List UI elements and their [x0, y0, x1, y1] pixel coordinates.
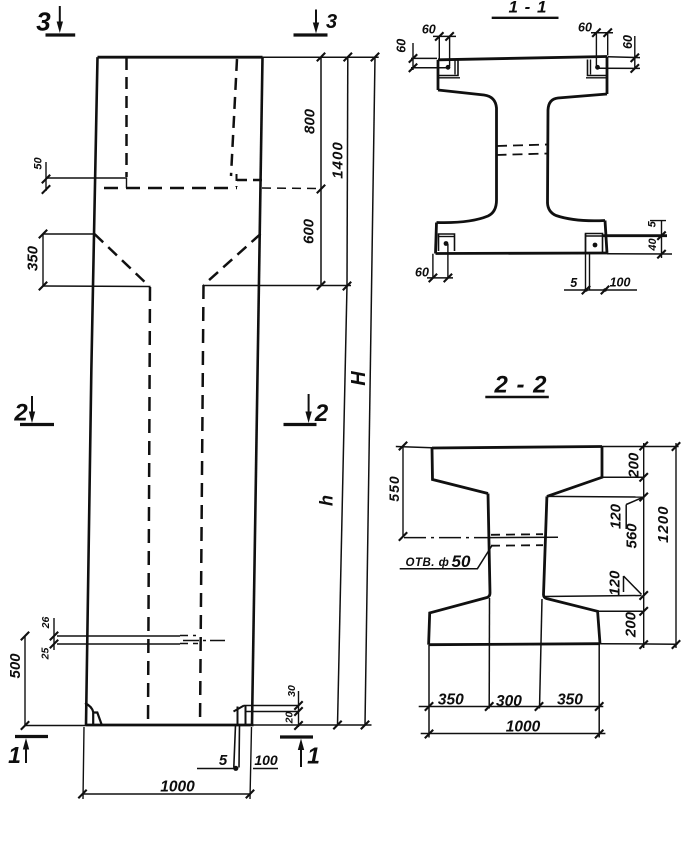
svg-text:1000: 1000 — [160, 779, 195, 796]
svg-text:60: 60 — [578, 21, 592, 35]
svg-text:60: 60 — [621, 35, 635, 49]
svg-text:200: 200 — [622, 611, 639, 638]
svg-text:1400: 1400 — [329, 141, 346, 178]
svg-text:1: 1 — [307, 743, 320, 769]
svg-text:60: 60 — [422, 23, 436, 37]
svg-text:20: 20 — [283, 712, 295, 725]
svg-text:350: 350 — [24, 245, 41, 271]
svg-text:300: 300 — [496, 693, 522, 710]
svg-text:2: 2 — [314, 400, 329, 427]
svg-text:25: 25 — [39, 648, 51, 661]
svg-text:ОТВ. ф: ОТВ. ф — [406, 557, 450, 569]
svg-text:100: 100 — [610, 276, 631, 290]
svg-text:350: 350 — [438, 692, 464, 709]
svg-text:2 - 2: 2 - 2 — [493, 372, 547, 399]
svg-text:50: 50 — [32, 157, 44, 170]
svg-text:40: 40 — [647, 238, 659, 252]
svg-text:30: 30 — [286, 685, 298, 697]
svg-text:1000: 1000 — [506, 719, 541, 736]
svg-text:200: 200 — [625, 452, 642, 479]
svg-text:60: 60 — [415, 266, 429, 280]
svg-text:1: 1 — [8, 742, 21, 768]
svg-text:1200: 1200 — [655, 506, 672, 543]
svg-text:120: 120 — [607, 570, 624, 596]
svg-text:600: 600 — [300, 218, 317, 244]
svg-text:5: 5 — [219, 752, 228, 769]
svg-text:H: H — [348, 371, 370, 386]
svg-text:60: 60 — [394, 39, 408, 53]
svg-text:50: 50 — [452, 552, 471, 571]
svg-text:550: 550 — [386, 475, 402, 501]
svg-text:3: 3 — [326, 11, 337, 33]
svg-text:800: 800 — [301, 108, 318, 134]
svg-text:26: 26 — [40, 617, 52, 630]
svg-text:3: 3 — [36, 7, 51, 37]
svg-text:100: 100 — [254, 752, 278, 768]
svg-text:120: 120 — [607, 503, 624, 529]
svg-text:5: 5 — [570, 276, 578, 290]
svg-text:500: 500 — [7, 653, 24, 679]
svg-text:1 - 1: 1 - 1 — [508, 0, 547, 17]
svg-text:2: 2 — [13, 400, 28, 427]
svg-text:350: 350 — [557, 692, 583, 709]
svg-text:h: h — [316, 495, 336, 506]
svg-text:560: 560 — [624, 523, 641, 549]
svg-text:5: 5 — [646, 220, 658, 227]
